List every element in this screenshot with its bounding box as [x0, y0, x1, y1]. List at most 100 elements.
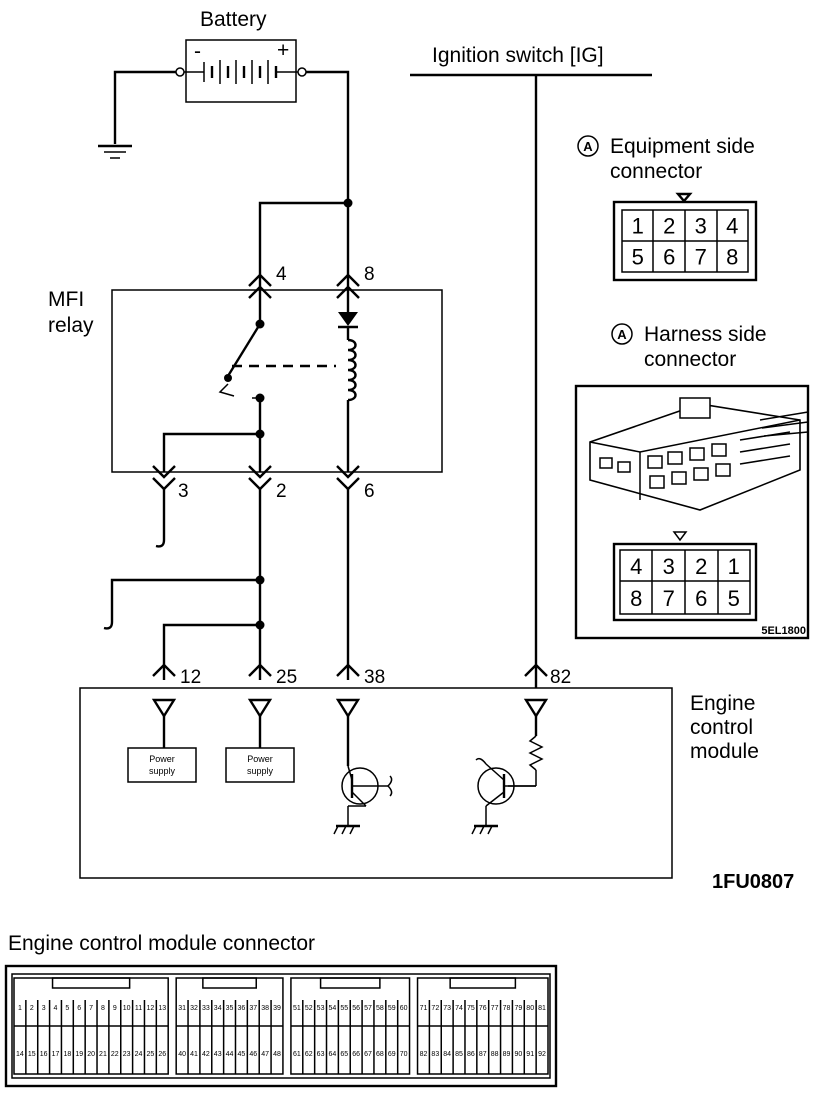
transistor-pin-38-icon [333, 765, 393, 835]
equipment-label-line2: connector [610, 160, 702, 183]
ecm-input-triangles [151, 698, 549, 766]
ecm-connector-pin-71: 71 [420, 1005, 428, 1012]
equipment-connector-pin-6: 6 [663, 245, 675, 270]
ecm-connector-pin-5: 5 [65, 1005, 69, 1012]
harness-connector-pin-8: 8 [630, 586, 642, 611]
ecm-connector-pin-69: 69 [388, 1051, 396, 1058]
harness-connector-pin-5: 5 [728, 586, 740, 611]
ecm-connector-pin-77: 77 [491, 1005, 499, 1012]
equipment-connector-pin-1: 1 [632, 214, 644, 239]
power-supply-2: Power supply [225, 747, 295, 783]
ground-icon [98, 144, 132, 159]
ecm-connector-pin-85: 85 [455, 1051, 463, 1058]
harness-connector-pin-4: 4 [630, 554, 642, 579]
ecm-connector-pin-58: 58 [376, 1005, 384, 1012]
ecm-pin-82-marker [524, 663, 548, 677]
ecm-connector-pin-54: 54 [329, 1005, 337, 1012]
mfi-relay-box [111, 289, 443, 473]
harness-connector-pin-7: 7 [663, 586, 675, 611]
harness-label-line2: connector [644, 348, 736, 371]
mfi-relay-label-line1: MFI [48, 288, 84, 311]
ecm-connector-pin-57: 57 [364, 1005, 372, 1012]
ecm-label-line1: Engine [690, 692, 755, 715]
relay-pin-3-label: 3 [178, 481, 189, 502]
relay-coil-icon [338, 290, 358, 472]
power-supply-1-line2: supply [149, 766, 176, 776]
ecm-box [79, 687, 673, 879]
ecm-pin-38-label: 38 [364, 667, 385, 688]
ecm-pin-12-label: 12 [180, 667, 201, 688]
harness-key-marker [672, 531, 688, 542]
equipment-connector-pin-7: 7 [695, 245, 707, 270]
ignition-switch: Ignition switch [IG] [410, 44, 652, 688]
ecm-pin-25-label: 25 [276, 667, 297, 688]
ecm-connector-pin-87: 87 [479, 1051, 487, 1058]
ecm-connector-pin-61: 61 [293, 1051, 301, 1058]
ecm-connector-pin-47: 47 [261, 1051, 269, 1058]
ecm-connector-pin-80: 80 [526, 1005, 534, 1012]
harness-connector-pin-6: 6 [695, 586, 707, 611]
equipment-key-marker [675, 192, 693, 203]
harness-marker-letter: A [617, 327, 627, 342]
ecm-connector-outline [4, 964, 558, 1088]
ecm-connector-pin-59: 59 [388, 1005, 396, 1012]
ecm-connector-pin-44: 44 [226, 1051, 234, 1058]
ecm-connector-pin-40: 40 [178, 1051, 186, 1058]
ecm-connector-title: Engine control module connector [8, 932, 315, 955]
ecm-pin-38-marker [336, 663, 360, 677]
ecm-connector-pin-76: 76 [479, 1005, 487, 1012]
ecm-connector-pin-90: 90 [514, 1051, 522, 1058]
ecm-connector-pin-43: 43 [214, 1051, 222, 1058]
battery-ground [98, 70, 176, 159]
mfi-relay: MFI relay 4 8 [48, 264, 443, 502]
ecm-connector-pin-11: 11 [135, 1005, 142, 1012]
ecm-connector-pin-20: 20 [87, 1051, 95, 1058]
battery-body [185, 39, 297, 103]
ecm-connector-pin-34: 34 [214, 1005, 222, 1012]
ecm-connector-key [319, 977, 381, 989]
ecm-connector-pin-52: 52 [305, 1005, 313, 1012]
power-supply-2-line1: Power [247, 754, 273, 764]
ecm-pin-12-marker [152, 663, 176, 677]
ecm-pin-82-label: 82 [550, 667, 571, 688]
ecm-connector-pin-72: 72 [431, 1005, 439, 1012]
ecm-connector-pin-19: 19 [75, 1051, 83, 1058]
equipment-connector-pin-2: 2 [663, 214, 675, 239]
ecm-connector-pin-16: 16 [40, 1051, 48, 1058]
ecm-connector-pin-7: 7 [89, 1005, 93, 1012]
harness-image-code: 5EL1800 [761, 625, 806, 637]
relay-pin-6-label: 6 [364, 481, 375, 502]
ecm-connector-pin-66: 66 [352, 1051, 360, 1058]
ecm-connector-pin-74: 74 [455, 1005, 463, 1012]
ecm-connector-pin-84: 84 [443, 1051, 451, 1058]
ecm-connector-pin-67: 67 [364, 1051, 372, 1058]
relay-pin-4-label: 4 [276, 264, 287, 285]
ecm-connector-pin-1: 1 [18, 1005, 22, 1012]
power-supply-1: Power supply [127, 747, 197, 783]
ecm-connector-pin-91: 91 [526, 1051, 534, 1058]
harness-label-line1: Harness side [644, 323, 767, 346]
ecm-connector-pin-32: 32 [190, 1005, 198, 1012]
ecm-connector-pin-36: 36 [238, 1005, 246, 1012]
ecm-connector-pin-51: 51 [293, 1005, 301, 1012]
ecm-connector-pin-82: 82 [420, 1051, 428, 1058]
ecm-connector-key [51, 977, 131, 989]
ecm-connector-pin-9: 9 [113, 1005, 117, 1012]
harness-side-connector: A Harness side connector [574, 323, 810, 640]
ecm-connector-pin-48: 48 [273, 1051, 281, 1058]
battery-positive-wire [258, 70, 353, 290]
ecm-connector-pin-23: 23 [123, 1051, 131, 1058]
relay-pin-8-marker [336, 273, 360, 299]
ecm-connector-pin-62: 62 [305, 1051, 313, 1058]
equipment-connector-pin-5: 5 [632, 245, 644, 270]
ecm-connector-pin-33: 33 [202, 1005, 210, 1012]
equipment-connector-pin-4: 4 [726, 214, 738, 239]
ecm-connector-pin-22: 22 [111, 1051, 119, 1058]
relay-output-wires [103, 489, 350, 680]
harness-connector-pin-3: 3 [663, 554, 675, 579]
ecm-connector-pin-12: 12 [146, 1005, 154, 1012]
ecm-connector-pin-73: 73 [443, 1005, 451, 1012]
ecm-connector-key [202, 977, 257, 989]
ecm-connector-pin-89: 89 [503, 1051, 511, 1058]
